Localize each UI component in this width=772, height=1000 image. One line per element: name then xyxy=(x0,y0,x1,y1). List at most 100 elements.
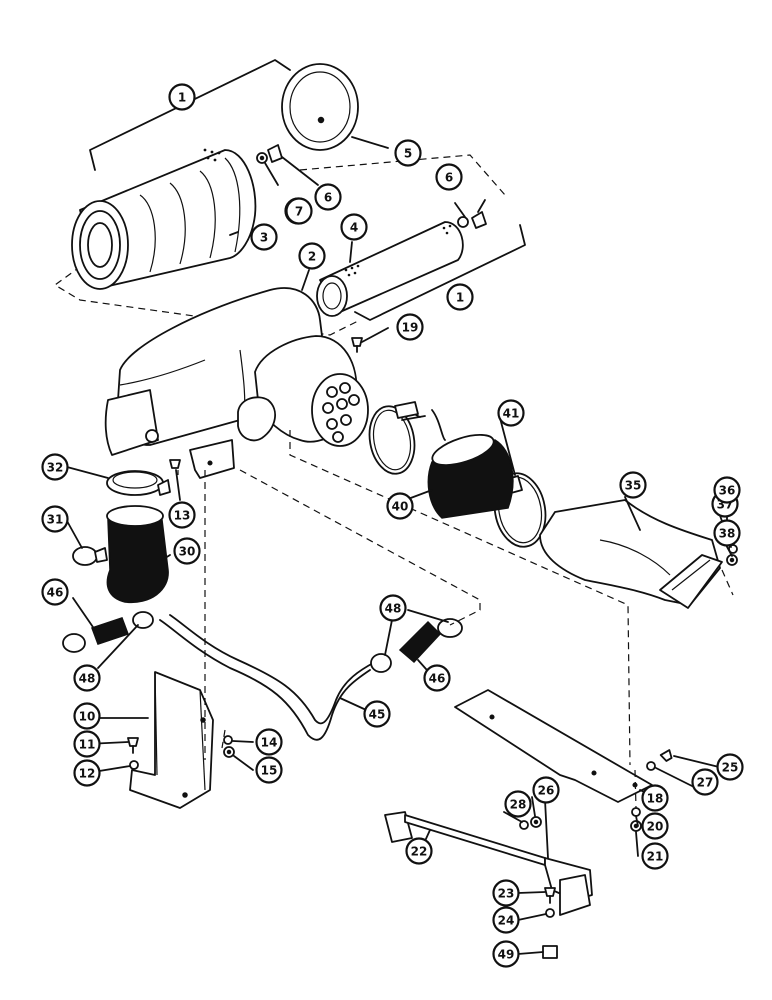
callout-number: 25 xyxy=(722,761,739,775)
callout-circle xyxy=(641,812,669,840)
callout-number: 41 xyxy=(503,407,520,421)
callout-46: 46 xyxy=(423,664,451,692)
callout-number: 13 xyxy=(174,509,191,523)
callout-number: 1 xyxy=(456,291,464,305)
callout-number: 12 xyxy=(79,767,96,781)
callout-3: 3 xyxy=(250,223,278,251)
callout-number: 19 xyxy=(402,321,419,335)
washer-12 xyxy=(129,760,139,770)
assembly-bracket-lower xyxy=(354,224,526,321)
callout-5: 5 xyxy=(394,139,422,167)
elbow-hose xyxy=(106,505,169,604)
callout-number: 5 xyxy=(404,147,412,161)
callout-49: 49 xyxy=(492,940,520,968)
callout-number: 14 xyxy=(261,736,278,750)
callout-circle xyxy=(446,283,474,311)
callout-number: 18 xyxy=(647,792,664,806)
support-bar-22 xyxy=(384,799,593,916)
callout-circle xyxy=(73,664,101,692)
rubber-sleeve xyxy=(427,433,514,519)
callout-number: 15 xyxy=(261,764,278,778)
callout-circle xyxy=(73,759,101,787)
screw-23 xyxy=(544,887,556,904)
outer-filter-element xyxy=(71,148,257,290)
assembly-guide-lines xyxy=(177,430,734,809)
callout-11: 11 xyxy=(73,730,101,758)
callout-number: 24 xyxy=(498,914,515,928)
callout-number: 45 xyxy=(369,708,386,722)
callout-number: 40 xyxy=(392,500,409,514)
hose-clamp-upper xyxy=(368,401,419,475)
callout-number: 26 xyxy=(538,784,555,798)
callout-number: 31 xyxy=(47,513,64,527)
small-hose-right xyxy=(370,618,463,673)
callout-28: 28 xyxy=(504,790,532,818)
callout-circle xyxy=(713,519,741,547)
callout-number: 10 xyxy=(79,710,96,724)
hose-clamp-31 xyxy=(72,546,108,566)
callout-circle xyxy=(532,776,560,804)
callout-circle xyxy=(340,213,368,241)
washer-27 xyxy=(646,761,656,771)
washer-14 xyxy=(223,735,233,745)
nut-26 xyxy=(530,816,542,828)
callout-number: 20 xyxy=(647,820,664,834)
callout-circle xyxy=(73,730,101,758)
callout-circle xyxy=(73,702,101,730)
callout-circle xyxy=(363,700,391,728)
air-cleaner-housing xyxy=(104,287,358,479)
callout-number: 46 xyxy=(47,586,64,600)
callout-number: 7 xyxy=(295,205,303,219)
callout-1: 1 xyxy=(168,83,196,111)
callout-circle xyxy=(691,768,719,796)
callout-circle xyxy=(492,906,520,934)
callout-circle xyxy=(423,664,451,692)
callout-46: 46 xyxy=(41,578,69,606)
callout-1: 1 xyxy=(446,283,474,311)
inner-filter-element xyxy=(316,221,464,317)
callout-number: 1 xyxy=(178,91,186,105)
mounting-bracket-10 xyxy=(129,671,214,809)
callout-10: 10 xyxy=(73,702,101,730)
callout-circle xyxy=(713,476,741,504)
callout-number: 27 xyxy=(697,776,714,790)
screw-11 xyxy=(127,737,139,754)
filter-perforation xyxy=(344,224,452,277)
end-cover xyxy=(281,63,389,151)
callout-41: 41 xyxy=(497,399,525,427)
callout-circle xyxy=(396,313,424,341)
callout-circle xyxy=(41,453,69,481)
callout-layer: 1567376421194132134035373631303846484846… xyxy=(41,83,744,968)
callout-21: 21 xyxy=(641,842,669,870)
washer-24 xyxy=(545,908,555,918)
callout-circle xyxy=(250,223,278,251)
callout-circle xyxy=(405,837,433,865)
callout-circle xyxy=(168,83,196,111)
callout-number: 22 xyxy=(411,845,428,859)
callout-circle xyxy=(435,163,463,191)
callout-circle xyxy=(619,471,647,499)
callout-number: 28 xyxy=(510,798,527,812)
callout-circle xyxy=(394,139,422,167)
callout-circle xyxy=(641,784,669,812)
callout-2: 2 xyxy=(298,242,326,270)
callout-number: 6 xyxy=(445,171,453,185)
callout-number: 38 xyxy=(719,527,736,541)
callout-48: 48 xyxy=(73,664,101,692)
mounting-plate-18 xyxy=(454,689,653,803)
callout-40: 40 xyxy=(386,492,414,520)
wing-nut-washer-right xyxy=(457,211,487,229)
nut-49 xyxy=(542,945,558,959)
callout-circle xyxy=(285,197,313,225)
callout-32: 32 xyxy=(41,453,69,481)
callout-circle xyxy=(314,183,342,211)
callout-circle xyxy=(168,501,196,529)
callout-number: 49 xyxy=(498,948,515,962)
callout-number: 48 xyxy=(79,672,96,686)
callout-26: 26 xyxy=(532,776,560,804)
outlet-duct xyxy=(539,499,723,609)
callout-circle xyxy=(492,879,520,907)
callout-circle xyxy=(173,537,201,565)
callout-number: 35 xyxy=(625,479,642,493)
